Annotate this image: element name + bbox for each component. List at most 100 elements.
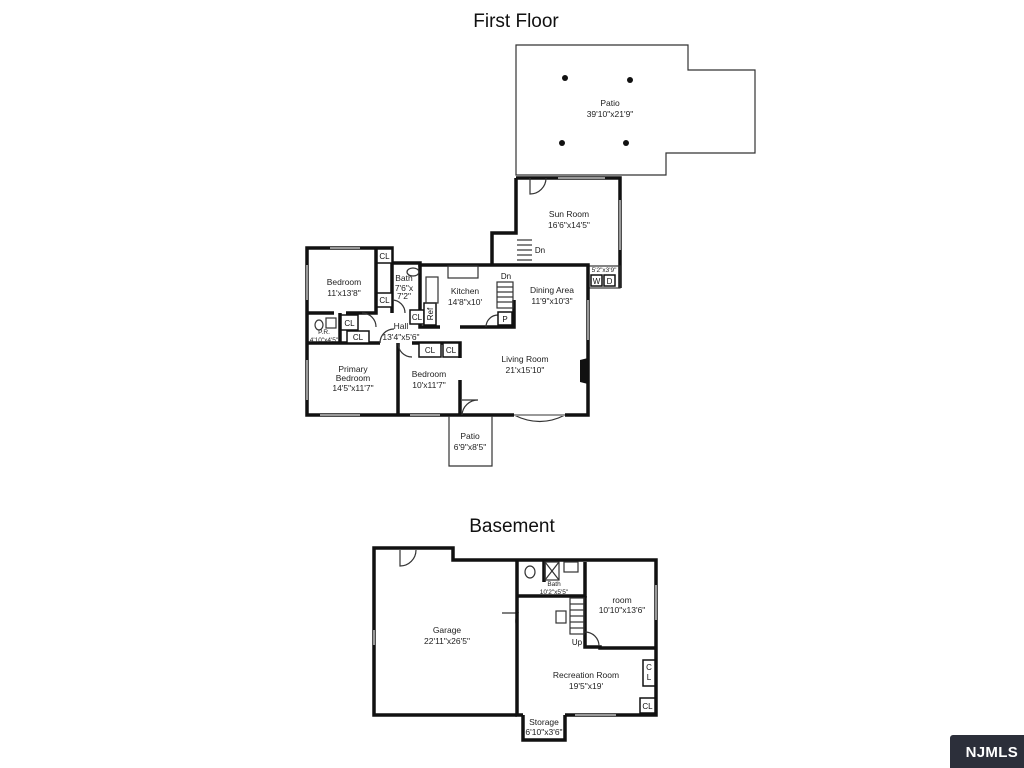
sun-room-door (529, 177, 547, 195)
closet-kitchen: CL (409, 309, 425, 325)
stairs-down-label-1: Dn (535, 246, 545, 255)
closet-nw-mid: CL (376, 292, 393, 308)
closet-primary: CL (346, 330, 370, 344)
sun-room-name: Sun Room (549, 209, 589, 219)
laundry-dim: 5'2"x3'9" (592, 267, 617, 274)
sun-room-wall (516, 176, 622, 288)
kitchen-dim: 14'8"x10' (448, 297, 483, 307)
kitchen-stairs (496, 281, 514, 309)
storage-name: Storage (529, 717, 559, 727)
living-name: Living Room (501, 354, 548, 364)
svg-text:CL: CL (379, 252, 390, 261)
storage-walls (521, 715, 567, 742)
primary-door (379, 328, 395, 344)
svg-text:CL: CL (379, 296, 390, 305)
garage-dim: 22'11"x26'5" (424, 636, 470, 646)
living-exterior-door (461, 399, 479, 416)
svg-text:CL: CL (425, 346, 436, 355)
patio-small-name: Patio (460, 431, 480, 441)
bedroom-nw-door (361, 312, 377, 328)
washer-label: W (593, 277, 601, 286)
patio-small-dim: 6'9"x8'5" (454, 442, 486, 452)
bath-door (391, 299, 406, 314)
bath-dim-1: 7'6"x (395, 283, 414, 293)
recreation-dim: 19'5"x19' (569, 681, 604, 691)
svg-text:CL: CL (353, 333, 364, 342)
basement-title: Basement (469, 516, 555, 537)
closet-nw-top: CL (376, 248, 393, 264)
recreation-name: Recreation Room (553, 670, 619, 680)
patio-top-dim: 39'10"x21'9" (587, 109, 634, 119)
kitchen-south-wall (460, 300, 516, 329)
storage-dim: 6'10"x3'6" (525, 727, 562, 737)
dryer (603, 274, 616, 287)
primary-name-2: Bedroom (336, 373, 371, 383)
closet-recreation-2: CL (639, 697, 656, 714)
room-dim: 10'10"x13'6" (599, 605, 646, 615)
bath-name: Bath (395, 273, 413, 283)
bay-window (513, 414, 566, 423)
closet-bedroom-s-2: CL (442, 342, 460, 358)
room-south-wall (583, 596, 656, 650)
garage-walls (372, 546, 517, 717)
primary-name-1: Primary (338, 364, 368, 374)
powder-name: P.R. (318, 329, 330, 336)
dining-name: Dining Area (530, 285, 574, 295)
svg-text:CL: CL (412, 313, 423, 322)
powder-sink (325, 317, 337, 329)
room-door (584, 631, 600, 647)
sun-room-dim: 16'6"x14'5" (548, 220, 590, 230)
basement-toilet (524, 565, 536, 579)
kitchen-stove (425, 276, 439, 304)
dryer-label: D (607, 277, 613, 286)
patio-posts (559, 75, 633, 146)
stairs-sun-room (517, 239, 532, 261)
patio-top-name: Patio (600, 98, 620, 108)
njmls-badge-text: NJMLS (965, 744, 1018, 761)
closet-bedroom-s-1: CL (418, 342, 442, 358)
bath-dim-2: 7'2" (397, 291, 411, 301)
njmls-badge: NJMLS (950, 735, 1024, 768)
kitchen-counter (447, 265, 479, 279)
bedroom-nw-name: Bedroom (327, 277, 362, 287)
kitchen-west-wall (418, 265, 440, 329)
refrigerator-label: Ref (426, 307, 435, 320)
closet-powder: CL (340, 314, 359, 331)
svg-text:L: L (647, 673, 652, 682)
bath-toilet (406, 267, 420, 277)
pantry-label: P (502, 315, 507, 324)
basement-bath-name: Bath (547, 581, 561, 588)
svg-text:CL: CL (446, 346, 457, 355)
basement-sink (563, 561, 579, 573)
stairs-up-label: Up (572, 638, 583, 647)
hall-dim: 13'4"x5'6" (382, 332, 419, 342)
powder-dim: 4'10"x4'5" (310, 337, 339, 344)
bedroom-s-dim: 10'x11'7" (412, 380, 446, 390)
basement-shower (544, 561, 560, 581)
hall-name: Hall (394, 321, 409, 331)
garage-door-side (399, 549, 417, 567)
powder-toilet (314, 319, 324, 331)
svg-text:CL: CL (642, 702, 653, 711)
room-name: room (612, 595, 631, 605)
basement-bath-dim: 10'2"x5'5" (540, 589, 569, 596)
basement-stairs (555, 597, 585, 635)
dining-dim: 11'9"x10'3" (531, 296, 572, 306)
stairs-down-label-2: Dn (501, 272, 511, 281)
bedroom-nw-dim: 11'x13'8" (327, 288, 361, 298)
fireplace (580, 358, 588, 384)
garage-name: Garage (433, 625, 462, 635)
living-dim: 21'x15'10" (506, 365, 545, 375)
sun-room-west-wall (490, 178, 518, 265)
closet-recreation-1: C L (642, 659, 656, 687)
kitchen-name: Kitchen (451, 286, 480, 296)
bedroom-s-name: Bedroom (412, 369, 447, 379)
bedroom-nw-east-wall (346, 248, 378, 315)
svg-text:C: C (646, 663, 652, 672)
pantry (497, 311, 513, 326)
washer (590, 274, 603, 287)
svg-text:CL: CL (344, 319, 355, 328)
basement-west-wall (515, 560, 523, 717)
main-east-wall (565, 288, 590, 417)
